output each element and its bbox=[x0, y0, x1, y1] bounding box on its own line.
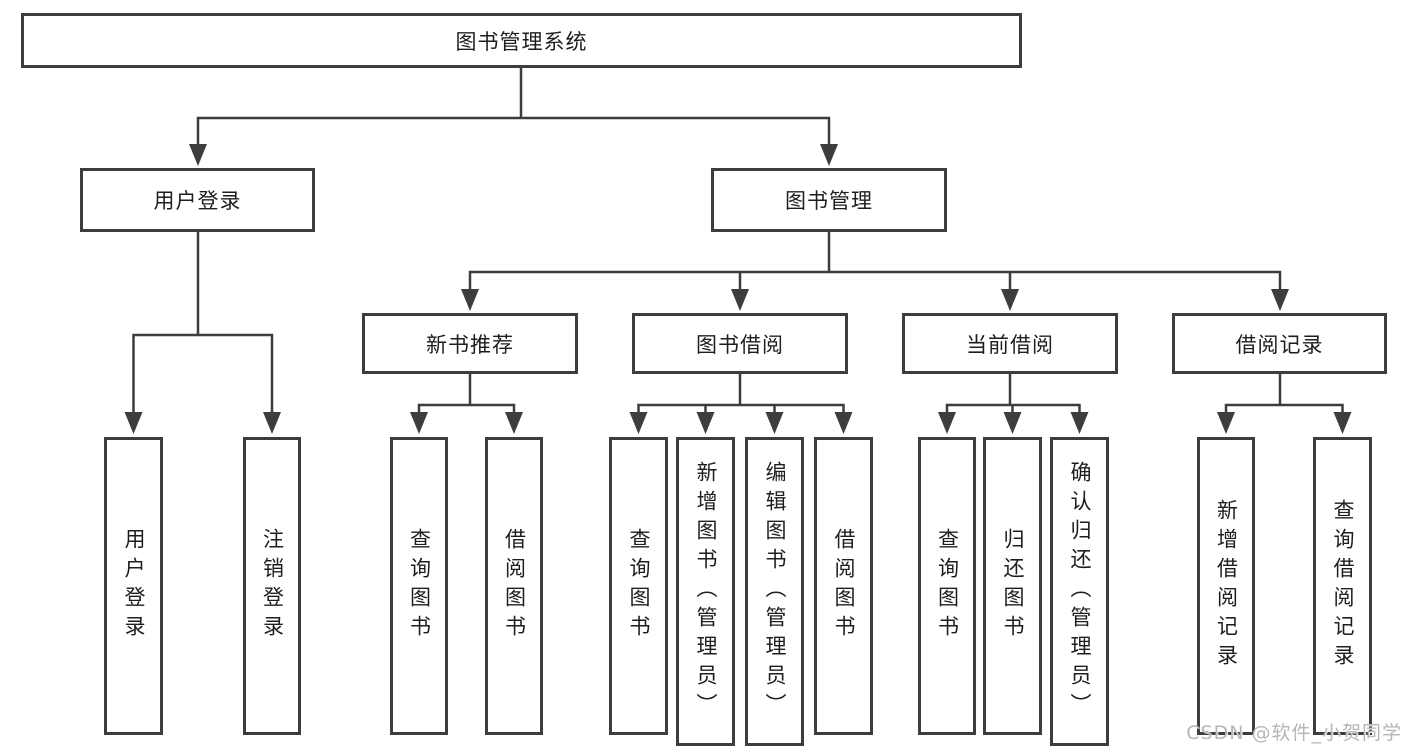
leaf-user-login: 用户登录 bbox=[104, 437, 163, 735]
arrowhead bbox=[1001, 289, 1019, 311]
arrowhead bbox=[505, 412, 523, 434]
arrowhead bbox=[820, 144, 838, 166]
arrowhead bbox=[1217, 412, 1235, 434]
leaf-confirm-return-admin: 确认归还（管理员） bbox=[1050, 437, 1109, 746]
arrowhead bbox=[1333, 412, 1352, 434]
leaf-user-login-label: 用户登录 bbox=[122, 528, 146, 644]
node-book-borrow-label: 图书借阅 bbox=[696, 332, 784, 357]
node-book-management-label: 图书管理 bbox=[785, 189, 873, 213]
node-user-login-label: 用户登录 bbox=[153, 189, 242, 213]
arrowhead bbox=[629, 412, 648, 434]
leaf-add-book-admin-label: 新增图书（管理员） bbox=[694, 461, 718, 722]
arrowhead bbox=[765, 412, 784, 434]
arrowhead bbox=[696, 412, 715, 434]
leaf-query-book-3: 查询图书 bbox=[918, 437, 976, 735]
node-borrow-records: 借阅记录 bbox=[1172, 313, 1387, 374]
leaf-query-book-1-label: 查询图书 bbox=[407, 528, 432, 644]
leaf-borrow-book-1-label: 借阅图书 bbox=[502, 528, 527, 644]
leaf-add-borrow-record-label: 新增借阅记录 bbox=[1214, 499, 1239, 673]
leaf-return-book: 归还图书 bbox=[983, 437, 1042, 735]
node-new-book-recommend: 新书推荐 bbox=[362, 313, 578, 374]
node-book-management: 图书管理 bbox=[711, 168, 947, 232]
leaf-borrow-book-2: 借阅图书 bbox=[814, 437, 873, 735]
leaf-query-book-3-label: 查询图书 bbox=[935, 528, 960, 644]
leaf-query-borrow-record: 查询借阅记录 bbox=[1313, 437, 1372, 735]
connector-root-split bbox=[196, 116, 831, 150]
arrowhead bbox=[410, 412, 428, 434]
node-root-label: 图书管理系统 bbox=[455, 29, 588, 54]
arrowhead bbox=[1003, 412, 1022, 434]
node-current-borrow-label: 当前借阅 bbox=[966, 332, 1054, 357]
arrowhead bbox=[1070, 412, 1089, 434]
connector-book-mgmt-split bbox=[468, 270, 1282, 294]
arrowhead bbox=[263, 412, 281, 434]
arrowhead bbox=[938, 412, 956, 434]
leaf-add-borrow-record: 新增借阅记录 bbox=[1197, 437, 1255, 735]
arrowhead bbox=[124, 412, 143, 434]
leaf-query-book-2: 查询图书 bbox=[609, 437, 668, 735]
leaf-edit-book-admin: 编辑图书（管理员） bbox=[745, 437, 804, 746]
node-root: 图书管理系统 bbox=[21, 13, 1022, 68]
arrowhead bbox=[731, 289, 749, 311]
csdn-watermark: CSDN @软件_小贺同学 bbox=[1186, 722, 1402, 744]
arrowhead bbox=[461, 289, 479, 311]
node-borrow-records-label: 借阅记录 bbox=[1235, 332, 1324, 357]
leaf-query-book-2-label: 查询图书 bbox=[627, 528, 651, 644]
node-current-borrow: 当前借阅 bbox=[902, 313, 1118, 374]
node-new-book-recommend-label: 新书推荐 bbox=[426, 332, 514, 357]
leaf-logout: 注销登录 bbox=[243, 437, 301, 735]
connector-borrow-records-split bbox=[1224, 403, 1344, 416]
leaf-edit-book-admin-label: 编辑图书（管理员） bbox=[763, 461, 787, 722]
leaf-borrow-book-1: 借阅图书 bbox=[485, 437, 543, 735]
connector-book-borrow-split bbox=[637, 403, 845, 416]
leaf-return-book-label: 归还图书 bbox=[1001, 528, 1025, 644]
connector-new-book-split bbox=[417, 403, 516, 416]
leaf-query-borrow-record-label: 查询借阅记录 bbox=[1331, 499, 1355, 673]
leaf-confirm-return-admin-label: 确认归还（管理员） bbox=[1068, 461, 1092, 722]
leaf-query-book-1: 查询图书 bbox=[390, 437, 448, 735]
leaf-add-book-admin: 新增图书（管理员） bbox=[676, 437, 735, 746]
leaf-logout-label: 注销登录 bbox=[260, 528, 285, 644]
leaf-borrow-book-2-label: 借阅图书 bbox=[832, 528, 856, 644]
connector-user-login-split bbox=[132, 333, 274, 416]
node-user-login: 用户登录 bbox=[80, 168, 315, 232]
arrowhead bbox=[189, 144, 207, 166]
arrowhead bbox=[834, 412, 853, 434]
node-book-borrow: 图书借阅 bbox=[632, 313, 848, 374]
arrowhead bbox=[1271, 289, 1289, 311]
